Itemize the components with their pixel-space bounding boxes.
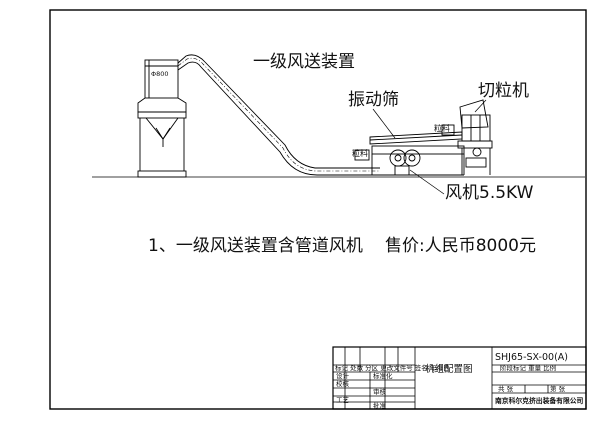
tb-sheet-no: 第 张	[550, 384, 566, 393]
pelletizer	[457, 99, 493, 175]
tb-sheet-total: 共 张	[498, 384, 514, 393]
pellets-label-right: 粒料	[434, 123, 450, 133]
caption-price: 售价:人民币8000元	[385, 236, 536, 256]
sheet-border	[49, 9, 587, 410]
system-title: 一级风送装置	[253, 52, 355, 72]
screen-leader	[372, 108, 396, 139]
silo	[137, 59, 187, 178]
silo-dimension: Φ800	[151, 70, 169, 78]
conveying-pipe	[177, 54, 380, 176]
fan-label: 风机5.5KW	[445, 183, 534, 203]
title-block	[332, 346, 587, 410]
pelletizer-leader	[474, 99, 487, 113]
tb-scale-header: 阶段标记 重量 比例	[500, 363, 556, 372]
tb-company: 南京科尔克挤出装备有限公司	[495, 396, 584, 405]
tb-drawing-no: SHJ65-SX-00(A)	[495, 352, 568, 363]
tb-approve: 批准	[373, 401, 387, 410]
tb-drawing-name: 机组配置图	[425, 363, 473, 375]
fan-leader	[409, 169, 445, 195]
tb-standardize: 标准化	[373, 371, 393, 380]
tb-review: 审核	[373, 387, 387, 396]
caption-item: 1、一级风送装置含管道风机	[148, 236, 363, 256]
screen-label: 振动筛	[348, 90, 399, 110]
pelletizer-label: 切粒机	[478, 81, 529, 101]
tb-process: 工艺	[336, 396, 350, 404]
tb-rev-header: 标记 处数 分区 更改文件号 签名 年月日	[335, 363, 449, 372]
pellets-label-left: 粒料	[352, 148, 368, 158]
tb-check: 校核	[336, 379, 350, 388]
tb-design: 设计	[336, 371, 350, 380]
